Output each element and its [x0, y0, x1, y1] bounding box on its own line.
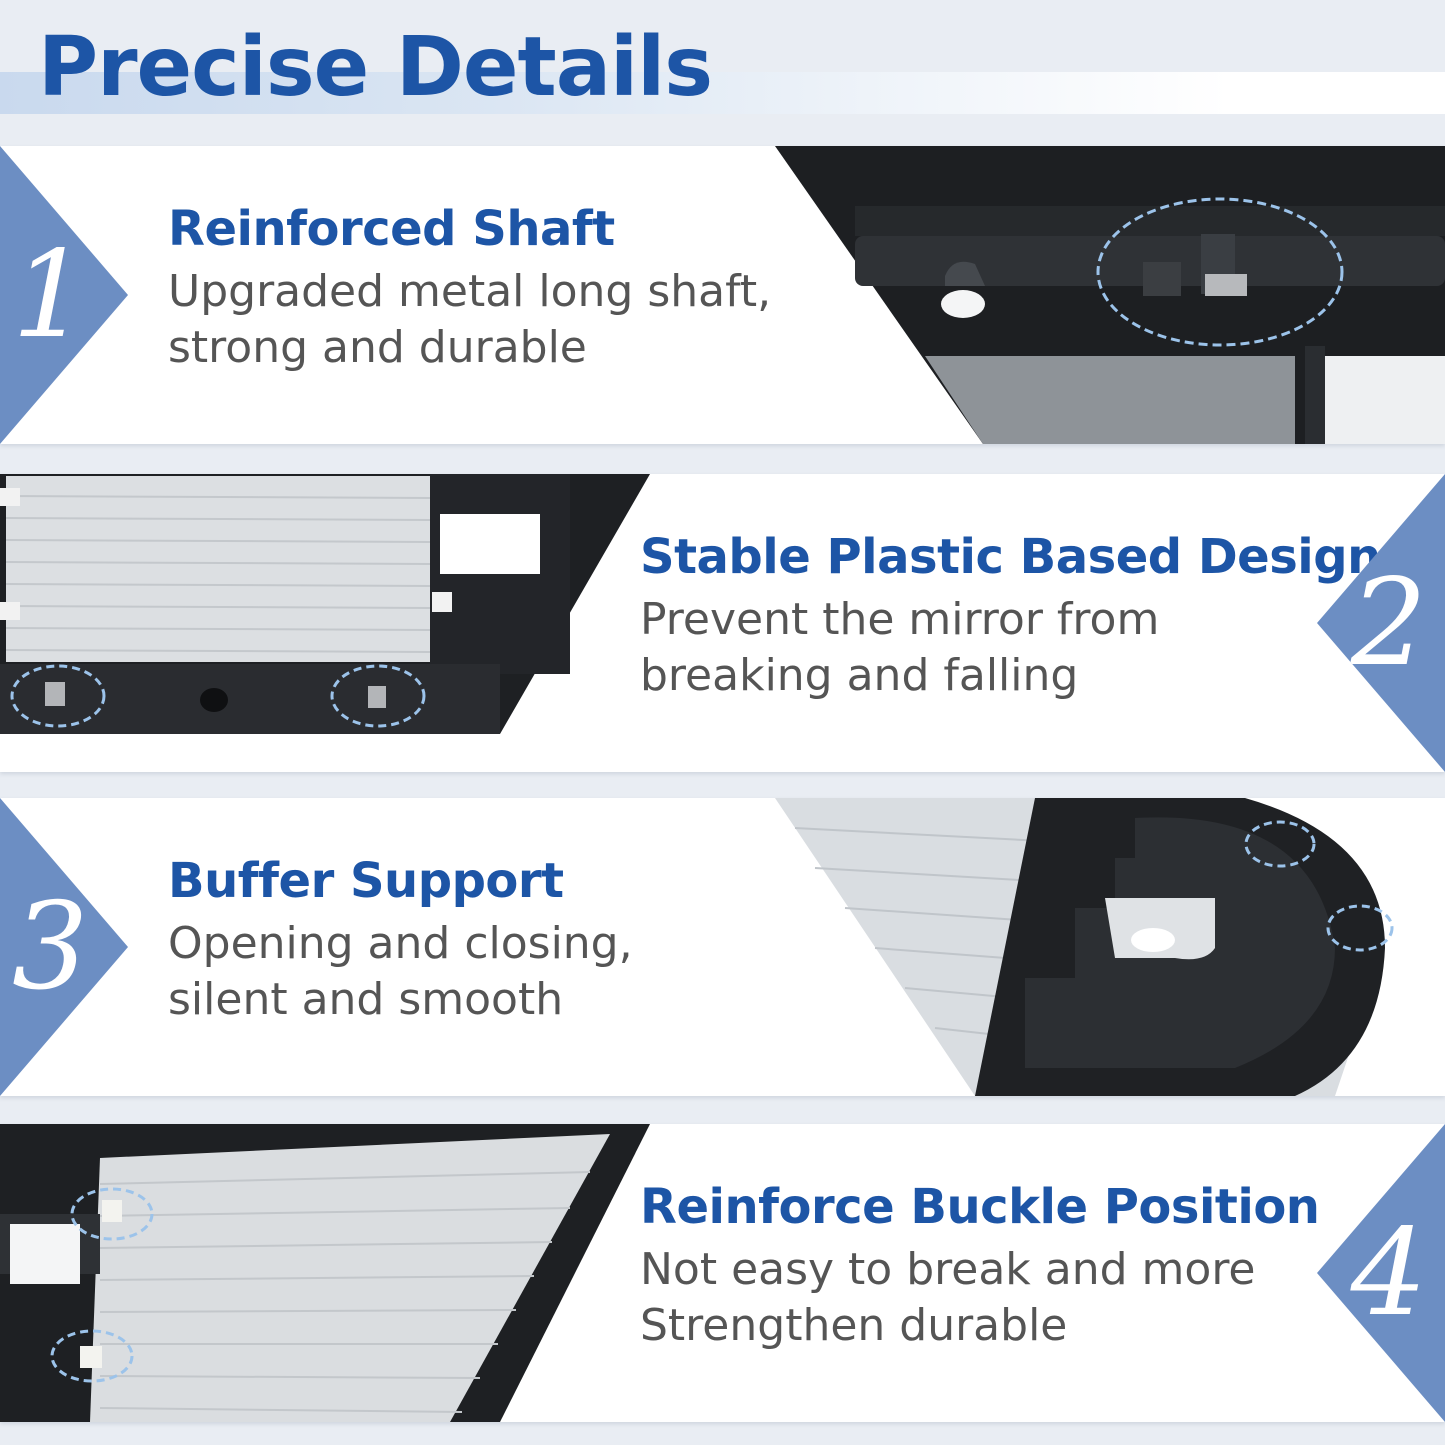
feature-description: Opening and closing, silent and smooth — [168, 916, 633, 1028]
description-line: strong and durable — [168, 322, 587, 373]
description-line: Prevent the mirror from — [640, 594, 1160, 645]
description-line: Opening and closing, — [168, 918, 633, 969]
feature-panel-reinforced-shaft: 1 Reinforced Shaft Upgraded metal long s… — [0, 146, 1445, 444]
page-title: Precise Details — [38, 20, 713, 115]
highlight-circle — [1244, 820, 1316, 868]
product-photo-buckle — [0, 1124, 650, 1422]
highlight-circle — [10, 664, 106, 728]
feature-text: Reinforce Buckle Position Not easy to br… — [640, 1172, 1320, 1354]
panel-number: 4 — [1350, 1204, 1427, 1343]
feature-text: Stable Plastic Based Design Prevent the … — [640, 522, 1381, 704]
panel-number: 3 — [12, 878, 89, 1017]
feature-panel-stable-plastic-based-design: Stable Plastic Based Design Prevent the … — [0, 474, 1445, 772]
feature-description: Prevent the mirror from breaking and fal… — [640, 592, 1381, 704]
description-line: Upgraded metal long shaft, — [168, 266, 772, 317]
feature-title: Stable Plastic Based Design — [640, 529, 1381, 585]
highlight-circle — [70, 1187, 154, 1241]
feature-text: Reinforced Shaft Upgraded metal long sha… — [168, 194, 771, 376]
panel-number: 1 — [12, 226, 89, 365]
panel-number: 2 — [1350, 554, 1427, 693]
highlight-circle — [330, 664, 426, 728]
feature-title: Reinforced Shaft — [168, 201, 615, 257]
description-line: Not easy to break and more — [640, 1244, 1256, 1295]
feature-panel-buffer-support: 3 Buffer Support Opening and closing, si… — [0, 798, 1445, 1096]
feature-panel-reinforce-buckle-position: Reinforce Buckle Position Not easy to br… — [0, 1124, 1445, 1422]
highlight-circle — [1326, 904, 1394, 952]
product-photo-buffer — [775, 798, 1445, 1096]
number-tab: 2 — [1317, 474, 1445, 772]
feature-description: Not easy to break and more Strengthen du… — [640, 1242, 1319, 1354]
number-tab: 3 — [0, 798, 128, 1096]
feature-title: Buffer Support — [168, 853, 564, 909]
description-line: silent and smooth — [168, 974, 564, 1025]
feature-text: Buffer Support Opening and closing, sile… — [168, 846, 633, 1028]
number-tab: 4 — [1317, 1124, 1445, 1422]
number-tab: 1 — [0, 146, 128, 444]
description-line: breaking and falling — [640, 650, 1079, 701]
feature-title: Reinforce Buckle Position — [640, 1179, 1320, 1235]
product-photo-plastic-base — [0, 474, 650, 772]
highlight-circle — [1096, 197, 1344, 347]
product-photo-shaft — [775, 146, 1445, 444]
highlight-circle — [50, 1329, 134, 1383]
mounting-hole — [941, 290, 985, 318]
description-line: Strengthen durable — [640, 1300, 1068, 1351]
feature-description: Upgraded metal long shaft, strong and du… — [168, 264, 771, 376]
header-band — [0, 72, 1445, 114]
